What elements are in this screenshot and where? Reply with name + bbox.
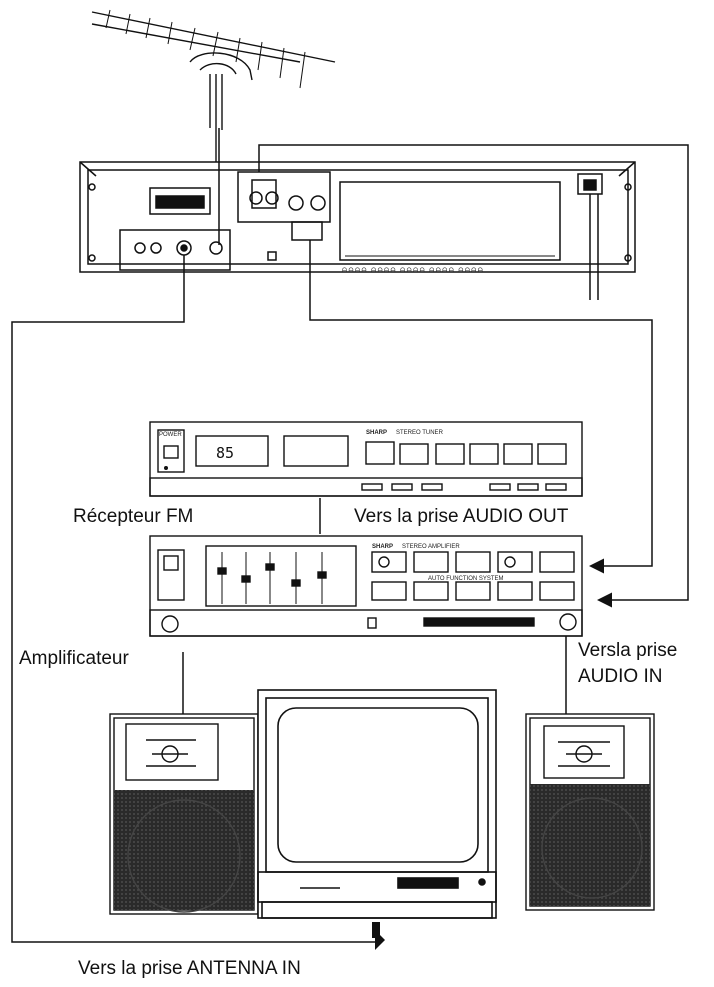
amplifier-model: STEREO AMPLIFIER [402, 544, 460, 550]
audio-out-label: Vers la prise AUDIO OUT [354, 506, 569, 527]
audio-in-label-line1: Versla prise [578, 640, 677, 661]
fm-tuner [149, 421, 583, 497]
tuner-brand: SHARP [366, 430, 387, 436]
vcr-rear-panel: ᗩᗩᗩᗩ ᗩᗩᗩᗩ ᗩᗩᗩᗩ ᗩᗩᗩᗩ ᗩᗩᗩᗩ [79, 161, 636, 300]
amplifier-label: Amplificateur [19, 648, 129, 669]
amplifier-function-label: AUTO FUNCTION SYSTEM [428, 576, 504, 582]
svg-text:ᗩᗩᗩᗩ ᗩᗩᗩᗩ ᗩᗩᗩᗩ ᗩᗩᗩᗩ ᗩᗩᗩᗩ: ᗩᗩᗩᗩ ᗩᗩᗩᗩ ᗩᗩᗩᗩ ᗩᗩᗩᗩ ᗩᗩᗩᗩ [342, 267, 484, 274]
amplifier-brand: SHARP [372, 544, 393, 550]
left-speaker [109, 713, 259, 915]
tuner-indicator-icon [164, 466, 168, 470]
audio-in-label-line2: AUDIO IN [578, 666, 662, 687]
tuner-power-label: POWER [159, 432, 182, 438]
television [257, 689, 497, 919]
antenna-in-label: Vers la prise ANTENNA IN [78, 958, 301, 979]
tuner-frequency-display: 85 [216, 444, 234, 462]
stereo-amplifier [149, 535, 583, 637]
tv-antenna [91, 9, 336, 178]
right-speaker [525, 713, 655, 911]
connection-cables [11, 128, 689, 943]
tuner-model: STEREO TUNER [396, 430, 444, 436]
fm-receiver-label: Récepteur FM [73, 506, 193, 527]
